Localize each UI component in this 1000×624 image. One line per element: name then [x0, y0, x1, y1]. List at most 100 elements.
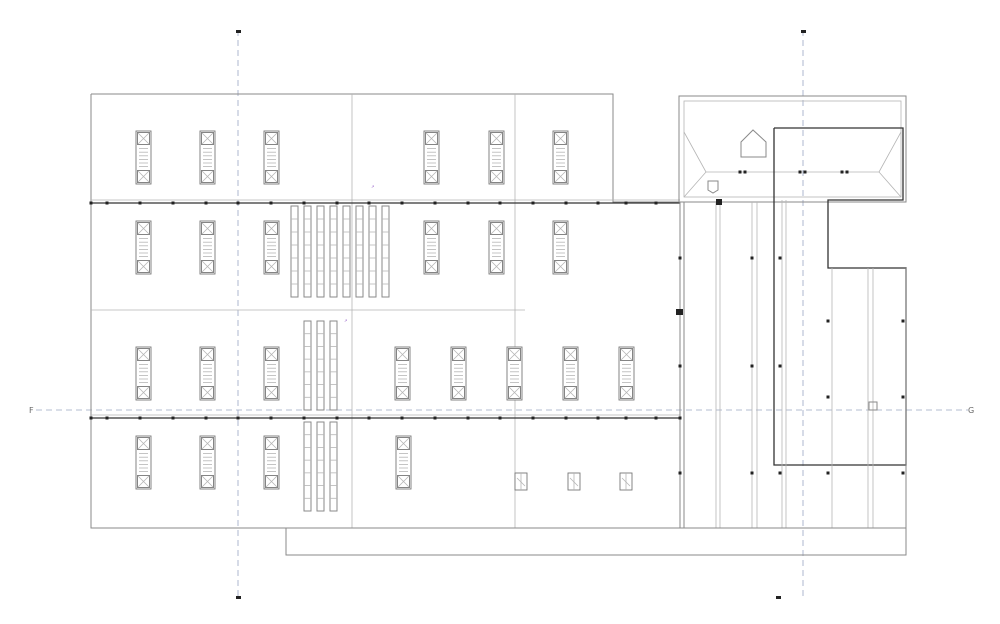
bench-column: [303, 205, 312, 298]
column-dot: [596, 201, 600, 205]
column-dot: [624, 416, 628, 420]
bench-column: [316, 205, 325, 298]
column-dot: [901, 395, 905, 399]
column-dot: [89, 201, 93, 205]
column-dot: [596, 416, 600, 420]
skylight: [618, 346, 635, 401]
bench-column: [303, 320, 312, 411]
skylight: [199, 130, 216, 185]
column-dot: [367, 201, 371, 205]
column-dot: [826, 471, 830, 475]
skylight: [199, 435, 216, 490]
column-dot: [678, 416, 682, 420]
axis-marker-top-left: [236, 30, 241, 33]
hip-roof-right: [878, 131, 902, 198]
skylight: [135, 435, 152, 490]
column-dot: [335, 416, 339, 420]
skylight: [506, 346, 523, 401]
hatch-small: [868, 401, 878, 411]
column-dot: [750, 471, 754, 475]
skylight: [562, 346, 579, 401]
bench-column: [368, 205, 377, 298]
column-dot: [531, 416, 535, 420]
skylight: [135, 220, 152, 275]
tag-upper: ↗: [371, 184, 374, 189]
skylight: [199, 220, 216, 275]
column-dot: [269, 201, 273, 205]
column-dot: [269, 416, 273, 420]
column-dot: [89, 416, 93, 420]
annex-block: [676, 95, 907, 529]
skylight: [199, 346, 216, 401]
bench-column: [303, 421, 312, 512]
column-annex-big: [716, 199, 722, 205]
column-dot: [778, 256, 782, 260]
column-dot: [466, 416, 470, 420]
bench-column: [355, 205, 364, 298]
skylight: [263, 130, 280, 185]
columns: [89, 170, 905, 475]
column-dot: [750, 256, 754, 260]
column-dot: [778, 364, 782, 368]
column-dot: [901, 319, 905, 323]
skylights: [135, 130, 635, 490]
column-dot: [302, 416, 306, 420]
column-dot: [654, 416, 658, 420]
column-dot: [743, 170, 747, 174]
skylight: [450, 346, 467, 401]
column-dot: [105, 201, 109, 205]
small-skylight: [514, 472, 528, 491]
column-dot: [778, 471, 782, 475]
column-dot: [840, 170, 844, 174]
axis-label-right: G: [968, 406, 974, 415]
skylight: [395, 435, 412, 490]
column-dot: [433, 201, 437, 205]
column-dot: [367, 416, 371, 420]
bench-column: [329, 205, 338, 298]
column-dot: [466, 201, 470, 205]
column-dot: [400, 416, 404, 420]
column-dot: [171, 201, 175, 205]
column-dot: [564, 416, 568, 420]
small-skylight: [567, 472, 581, 491]
hip-roof-left: [683, 131, 707, 198]
column-annex-mid: [676, 309, 683, 315]
column-dot: [236, 201, 240, 205]
column-dot: [564, 201, 568, 205]
skylight: [263, 435, 280, 490]
column-dot: [678, 364, 682, 368]
skylight: [552, 220, 569, 275]
column-dot: [845, 170, 849, 174]
column-dot: [803, 170, 807, 174]
seating-rows: [290, 205, 390, 512]
vent-upper: [707, 180, 719, 194]
column-dot: [531, 201, 535, 205]
column-dot: [498, 416, 502, 420]
column-dot: [204, 416, 208, 420]
column-dot: [105, 416, 109, 420]
column-dot: [138, 416, 142, 420]
bench-column: [290, 205, 299, 298]
skylight: [135, 346, 152, 401]
bench-column: [316, 320, 325, 411]
column-dot: [826, 395, 830, 399]
column-dot: [901, 471, 905, 475]
bench-column: [316, 421, 325, 512]
small-skylights: [514, 472, 633, 491]
column-dot: [236, 416, 240, 420]
small-skylight: [619, 472, 633, 491]
skylight: [423, 220, 440, 275]
column-dot: [738, 170, 742, 174]
column-dot: [798, 170, 802, 174]
raised-roof-outline: [773, 127, 907, 466]
column-dot: [171, 416, 175, 420]
column-dot: [750, 364, 754, 368]
column-dot: [302, 201, 306, 205]
column-dot: [498, 201, 502, 205]
skylight: [394, 346, 411, 401]
axis-marker-top-right: [801, 30, 806, 33]
column-dot: [624, 201, 628, 205]
annotation-tags: ↗ ↗: [344, 184, 374, 323]
column-dot: [138, 201, 142, 205]
